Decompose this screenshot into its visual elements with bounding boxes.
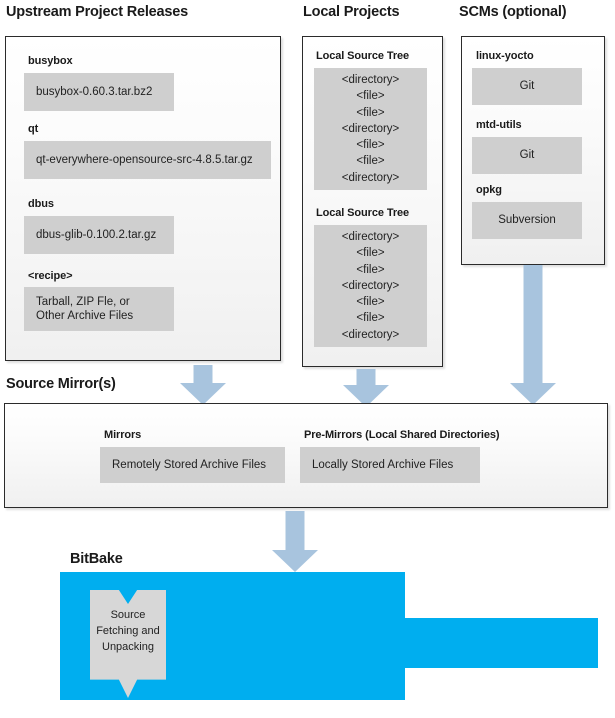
arrow-scms-to-mirrors [510,265,556,405]
scm-item-value-opkg: Subversion [472,202,582,239]
fetch-task-line-1: Source [110,609,146,621]
heading-source-mirrors: Source Mirror(s) [6,376,116,392]
tree-1-line-2: <file> [356,90,385,103]
source-fetching-and-unpacking-task: Source Fetching and Unpacking [90,590,166,698]
upstream-item-label-busybox: busybox [28,55,73,67]
local-source-tree-2: <directory> <file> <file> <directory> <f… [314,225,427,347]
tree-2-line-7: <directory> [341,328,400,341]
mirrors-label: Mirrors [104,429,142,441]
tree-1-line-1: <directory> [341,73,400,86]
fetch-task-line-3: Unpacking [102,640,154,653]
tree-2-line-3: <file> [356,263,385,276]
arrow-upstream-to-mirrors [180,365,226,405]
scm-item-value-linux-yocto: Git [472,68,582,105]
upstream-item-value-recipe: Tarball, ZIP Fle, or Other Archive Files [24,287,174,331]
scm-item-label-opkg: opkg [476,184,502,196]
tree-1-line-6: <file> [356,155,385,168]
pre-mirrors-label: Pre-Mirrors (Local Shared Directories) [304,429,500,441]
arrow-mirrors-to-bitbake [272,511,318,572]
tree-1-line-3: <file> [356,106,385,119]
upstream-item-value-dbus: dbus-glib-0.100.2.tar.gz [24,216,174,254]
tree-1-line-4: <directory> [341,122,400,135]
arrow-local-projects-to-mirrors [343,369,389,407]
upstream-item-label-dbus: dbus [28,198,54,210]
upstream-item-label-recipe: <recipe> [28,270,73,282]
scm-item-label-linux-yocto: linux-yocto [476,50,534,62]
fetch-task-text: Source Fetching and Unpacking [90,608,166,656]
fetch-task-line-2: Fetching and [96,624,160,637]
tree-2-line-1: <directory> [341,230,400,243]
mirrors-value: Remotely Stored Archive Files [100,447,285,483]
tree-1-line-7: <directory> [341,171,400,184]
heading-upstream-project-releases: Upstream Project Releases [6,4,188,20]
tree-2-line-6: <file> [356,312,385,325]
upstream-item-label-qt: qt [28,123,39,135]
tree-2-line-4: <directory> [341,279,400,292]
scm-item-label-mtd-utils: mtd-utils [476,119,522,131]
recipe-value-line-1: Tarball, ZIP Fle, or [36,295,130,308]
heading-bitbake: BitBake [70,551,123,567]
local-projects-item-label-2: Local Source Tree [316,207,410,219]
local-source-tree-1: <directory> <file> <file> <directory> <f… [314,68,427,190]
local-projects-item-label-1: Local Source Tree [316,50,410,62]
pre-mirrors-value: Locally Stored Archive Files [300,447,480,483]
tree-2-line-5: <file> [356,296,385,309]
tree-1-line-5: <file> [356,139,385,152]
scm-item-value-mtd-utils: Git [472,137,582,174]
upstream-item-value-qt: qt-everywhere-opensource-src-4.8.5.tar.g… [24,141,271,179]
recipe-value-line-2: Other Archive Files [36,310,134,322]
heading-local-projects: Local Projects [303,4,400,20]
upstream-item-value-busybox: busybox-0.60.3.tar.bz2 [24,73,174,111]
tree-2-line-2: <file> [356,247,385,260]
heading-scms: SCMs (optional) [459,4,567,20]
